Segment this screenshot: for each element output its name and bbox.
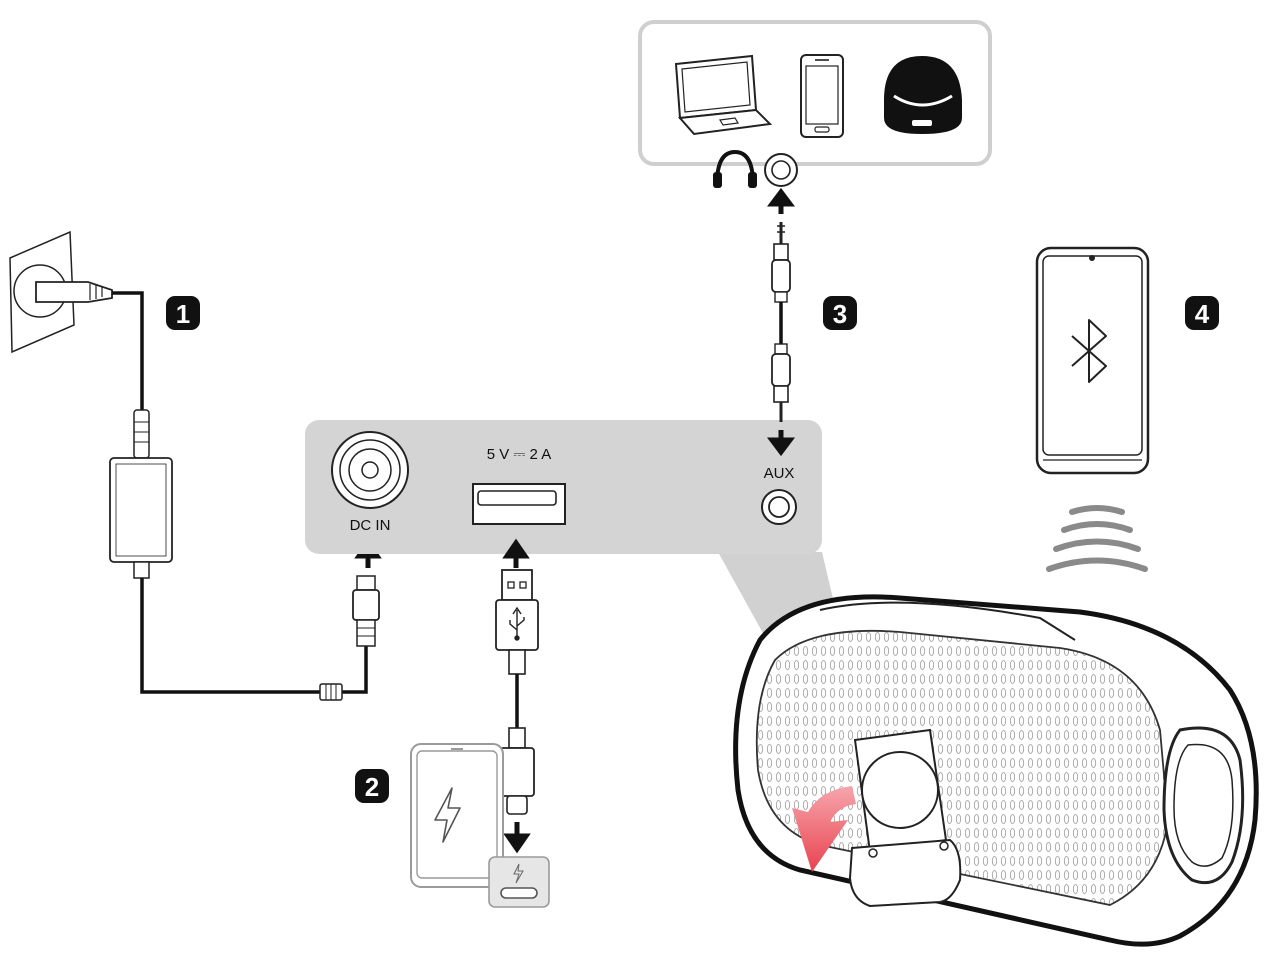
headphone-jack-icon — [764, 153, 798, 187]
dc-plug-icon — [352, 575, 380, 647]
aux-section: 3 — [638, 20, 992, 457]
usb-c-connector-icon — [499, 727, 535, 815]
power-cable-lower — [140, 578, 368, 694]
usb-a-connector-icon — [495, 569, 539, 675]
step-4-badge: 4 — [1185, 296, 1219, 330]
plug-icon — [35, 281, 113, 303]
power-section: 1 — [9, 230, 382, 701]
bluetooth-section: 4 — [1035, 246, 1219, 572]
step-2-number: 2 — [365, 772, 379, 802]
usb-symbol-icon — [509, 606, 525, 641]
connection-panel: DC IN 5 V ⎓ 2 A AUX — [305, 420, 822, 554]
usb-out-arrow — [503, 822, 531, 854]
smartphone-icon — [800, 54, 844, 138]
open-cover-arrow-icon — [792, 786, 856, 872]
wireless-signal-icon — [1046, 505, 1148, 572]
power-cable-upper — [112, 291, 144, 412]
power-adapter-icon — [109, 457, 173, 563]
charging-phone-icon — [410, 743, 550, 908]
step-3-badge: 3 — [823, 296, 857, 330]
headphones-icon — [713, 149, 757, 188]
usb-in-arrow — [502, 538, 530, 568]
aux-port — [761, 489, 797, 525]
dc-in-label: DC IN — [350, 517, 391, 534]
dc-in-port — [331, 431, 409, 509]
usb-port — [472, 483, 566, 525]
aux-down-arrow — [767, 430, 795, 457]
speaker-icon — [733, 594, 1259, 947]
step-4-number: 4 — [1195, 299, 1210, 329]
step-1-badge: 1 — [166, 296, 200, 330]
usb-section: 2 — [355, 538, 550, 908]
step-2-badge: 2 — [355, 769, 389, 803]
usb-rating-label: 5 V ⎓ 2 A — [487, 446, 552, 463]
lightning-icon — [434, 787, 461, 843]
aux-up-arrow — [767, 187, 795, 214]
aux-label: AUX — [764, 465, 795, 482]
portable-speaker-icon — [884, 56, 962, 134]
aux-cable-icon — [771, 222, 791, 422]
bluetooth-icon — [1071, 319, 1107, 383]
bluetooth-phone-icon — [1035, 246, 1150, 475]
laptop-icon — [674, 54, 773, 136]
step-3-number: 3 — [833, 299, 847, 329]
step-1-number: 1 — [176, 299, 190, 329]
